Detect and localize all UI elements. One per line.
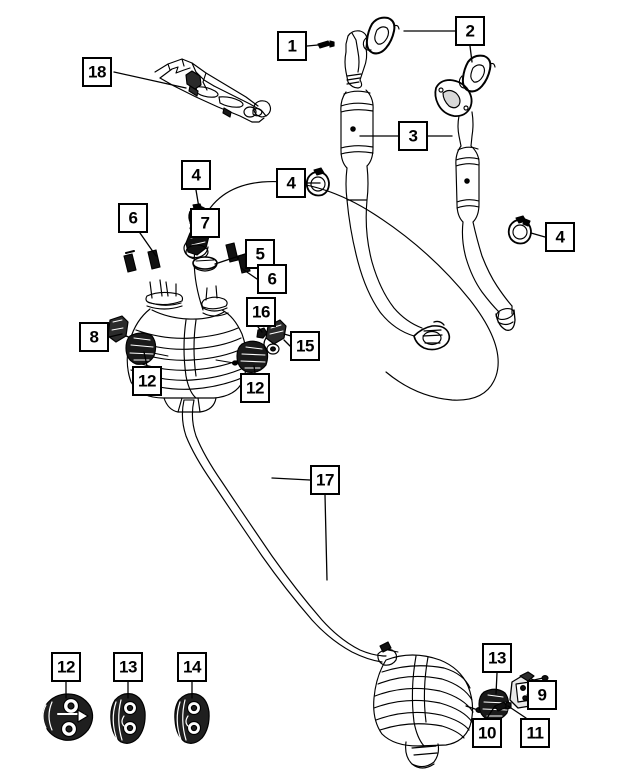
part-nut	[256, 327, 268, 339]
callout-label: 3	[408, 126, 418, 145]
callout-label: 6	[128, 208, 138, 227]
callout-13-rear[interactable]: 13	[482, 643, 512, 673]
callout-label: 14	[183, 657, 201, 676]
part-bolt-top	[317, 40, 335, 49]
callout-6-right[interactable]: 6	[257, 264, 287, 294]
part-catalytic-converter-left	[340, 30, 451, 351]
callout-4-right[interactable]: 4	[545, 222, 575, 252]
callout-12-resonator-right[interactable]: 12	[240, 373, 270, 403]
part-heat-shield	[154, 58, 272, 123]
callout-2[interactable]: 2	[455, 16, 485, 46]
callout-label: 15	[296, 336, 314, 355]
callout-13-legend[interactable]: 13	[113, 652, 143, 682]
callout-label: 13	[488, 648, 506, 667]
callout-label: 8	[89, 327, 99, 346]
callout-label: 12	[57, 657, 75, 676]
part-isolator-resonator-left	[125, 332, 157, 365]
callout-4-mid[interactable]: 4	[276, 168, 306, 198]
callout-17[interactable]: 17	[310, 465, 340, 495]
callout-12-legend[interactable]: 12	[51, 652, 81, 682]
part-clamp-right	[507, 215, 532, 245]
callout-label: 16	[252, 302, 270, 321]
callout-label: 12	[246, 378, 264, 397]
callout-8[interactable]: 8	[79, 322, 109, 352]
part-rear-muffler	[373, 641, 483, 769]
part-sensor-seal	[192, 256, 218, 272]
callout-label: 17	[316, 470, 334, 489]
callout-label: 11	[526, 723, 544, 742]
callout-3[interactable]: 3	[398, 121, 428, 151]
part-clamp-mid	[305, 167, 330, 197]
callout-11[interactable]: 11	[520, 718, 550, 748]
callout-1[interactable]: 1	[277, 31, 307, 61]
callout-4-loop[interactable]: 4	[181, 160, 211, 190]
callout-label: 18	[88, 62, 106, 81]
callout-label: 4	[286, 173, 296, 192]
callout-label: 1	[287, 36, 297, 55]
callout-label: 2	[465, 21, 475, 40]
callout-9[interactable]: 9	[527, 680, 557, 710]
callout-18[interactable]: 18	[82, 57, 112, 87]
callout-16[interactable]: 16	[246, 297, 276, 327]
callout-label: 4	[191, 165, 201, 184]
legend-isolator-12	[42, 693, 94, 741]
part-tailpipe	[181, 399, 387, 663]
callout-label: 10	[478, 723, 496, 742]
callout-label: 13	[119, 657, 137, 676]
callout-label: 7	[200, 213, 210, 232]
callout-12-resonator-left[interactable]: 12	[132, 366, 162, 396]
part-manifold-gasket-b	[458, 54, 496, 93]
callout-6-left[interactable]: 6	[118, 203, 148, 233]
callout-7[interactable]: 7	[190, 208, 220, 238]
callout-label: 12	[138, 371, 156, 390]
callout-15[interactable]: 15	[290, 331, 320, 361]
callout-label: 9	[537, 685, 547, 704]
callout-label: 4	[555, 227, 565, 246]
part-catalytic-converter-right	[434, 79, 516, 331]
part-manifold-gasket-a	[362, 16, 400, 55]
part-isolator-resonator-right	[236, 340, 269, 373]
callout-10[interactable]: 10	[472, 718, 502, 748]
legend-isolator-14	[174, 693, 210, 744]
part-bolts-left	[123, 249, 161, 273]
callout-label: 5	[255, 244, 265, 263]
callout-label: 6	[267, 269, 277, 288]
legend-isolator-13	[110, 693, 146, 744]
callout-14-legend[interactable]: 14	[177, 652, 207, 682]
